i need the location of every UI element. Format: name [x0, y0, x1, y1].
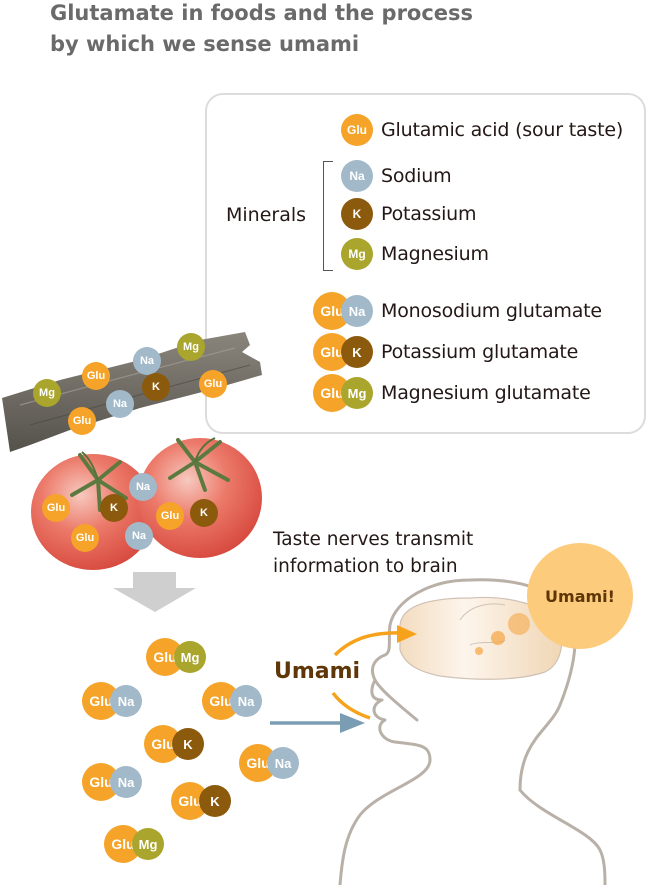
brain-illustration [399, 596, 563, 680]
k-icon: K [100, 494, 128, 522]
mg-icon: Mg [33, 379, 61, 407]
na-icon: Na [267, 747, 299, 779]
na-icon: Na [106, 390, 134, 418]
glu-icon: Glu [156, 502, 184, 530]
legend-label: Glutamic acid (sour taste) [381, 119, 624, 141]
glutamate-pair: Glu K [144, 725, 204, 763]
na-icon: Na [341, 160, 373, 192]
glutamate-pair: Glu Na [82, 682, 142, 720]
legend-item-monosodium-glutamate: Glu Na Monosodium glutamate [313, 292, 602, 330]
glu-icon: Glu [199, 370, 227, 398]
na-icon: Na [125, 522, 153, 550]
mg-icon: Mg [174, 641, 206, 673]
na-icon: Na [341, 295, 373, 327]
na-icon: Na [110, 685, 142, 717]
legend-item-magnesium-glutamate: Glu Mg Magnesium glutamate [313, 374, 591, 412]
legend-item-sodium: Na Sodium [341, 160, 452, 192]
na-icon: Na [133, 347, 161, 375]
k-icon: K [190, 499, 218, 527]
legend-item-glutamic-acid: Glu Glutamic acid (sour taste) [341, 114, 623, 146]
mg-icon: Mg [177, 333, 205, 361]
legend-panel [205, 93, 646, 434]
nerve-arrow-icon [331, 625, 417, 720]
title-line-1: Glutamate in foods and the process [50, 1, 474, 25]
mg-icon: Mg [132, 828, 164, 860]
glutamate-pair: Glu Na [239, 744, 299, 782]
na-icon: Na [230, 685, 262, 717]
minerals-label: Minerals [226, 204, 307, 226]
legend-label: Sodium [381, 165, 452, 187]
glu-icon: Glu [341, 114, 373, 146]
k-icon: K [142, 373, 170, 401]
k-icon: K [341, 198, 373, 230]
na-icon: Na [110, 766, 142, 798]
glutamate-pair: Glu Na [202, 682, 262, 720]
glutamate-pair: Glu Mg [104, 825, 164, 863]
glu-icon: Glu [68, 407, 96, 435]
glu-icon: Glu [42, 494, 70, 522]
glutamate-pair: Glu K [171, 782, 231, 820]
legend-item-potassium-glutamate: Glu K Potassium glutamate [313, 333, 578, 371]
umami-bubble: Umami! [527, 543, 633, 649]
glu-icon: Glu [104, 825, 142, 863]
legend-label: Magnesium [381, 243, 489, 265]
k-icon: K [341, 336, 373, 368]
head-illustration [338, 578, 607, 885]
k-icon: K [199, 785, 231, 817]
mg-icon: Mg [341, 238, 373, 270]
legend-label: Monosodium glutamate [381, 300, 602, 322]
legend-item-potassium: K Potassium [341, 198, 477, 230]
glutamate-pair: Glu Na [82, 763, 142, 801]
glu-icon: Glu [82, 362, 110, 390]
minerals-bracket [323, 161, 333, 271]
down-arrow-icon [113, 572, 196, 612]
umami-label: Umami [274, 659, 361, 684]
glutamate-pair: Glu Mg [146, 638, 206, 676]
glu-icon: Glu [71, 524, 99, 552]
title-line-2: by which we sense umami [50, 32, 360, 56]
legend-label: Magnesium glutamate [381, 382, 591, 404]
legend-label: Potassium glutamate [381, 341, 579, 363]
food-to-mouth-arrow-icon [270, 713, 365, 733]
nerves-caption-line-1: Taste nerves transmit [273, 529, 474, 550]
umami-bubble-text: Umami! [545, 586, 615, 606]
legend-label: Potassium [381, 203, 477, 225]
legend-item-magnesium: Mg Magnesium [341, 238, 489, 270]
nerves-caption-line-2: information to brain [273, 556, 458, 577]
k-icon: K [172, 728, 204, 760]
mg-icon: Mg [341, 377, 373, 409]
page-title: Glutamate in foods and the process by wh… [50, 0, 473, 60]
na-icon: Na [129, 473, 157, 501]
nerves-caption: Taste nerves transmit information to bra… [273, 526, 473, 580]
glu-icon: Glu [202, 682, 240, 720]
